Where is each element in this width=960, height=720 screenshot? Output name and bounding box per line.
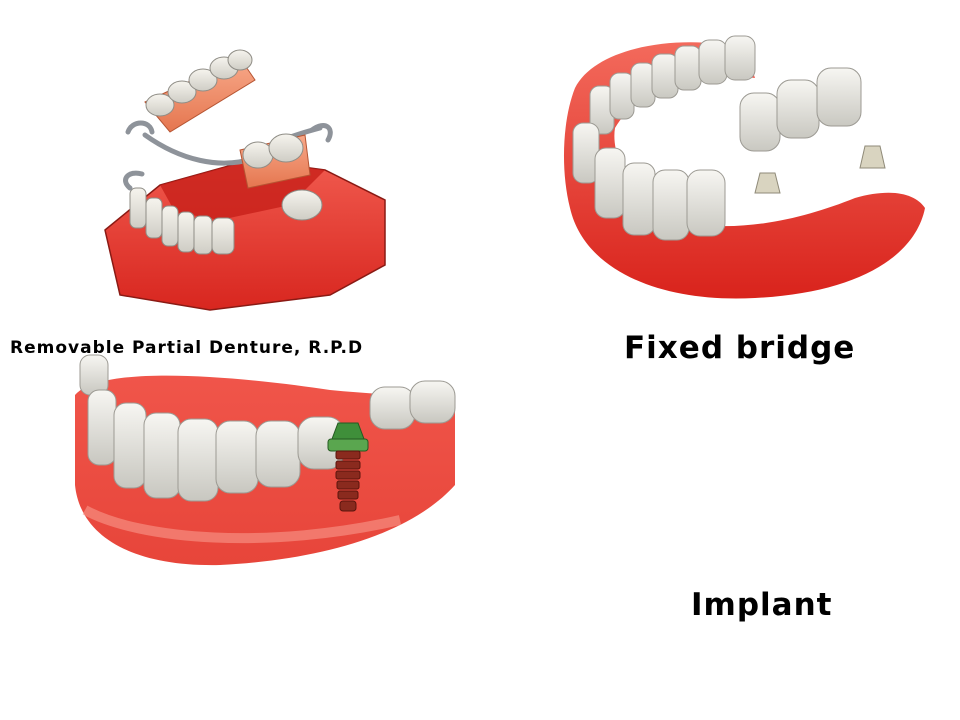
bridge-illustration <box>563 35 925 299</box>
rpd-caption: Removable Partial Denture, R.P.D <box>10 338 364 358</box>
implant-caption: Implant <box>691 587 833 623</box>
implant-illustration <box>75 354 456 566</box>
fixed-bridge-caption: Fixed bridge <box>624 330 856 366</box>
rpd-illustration <box>104 49 386 311</box>
